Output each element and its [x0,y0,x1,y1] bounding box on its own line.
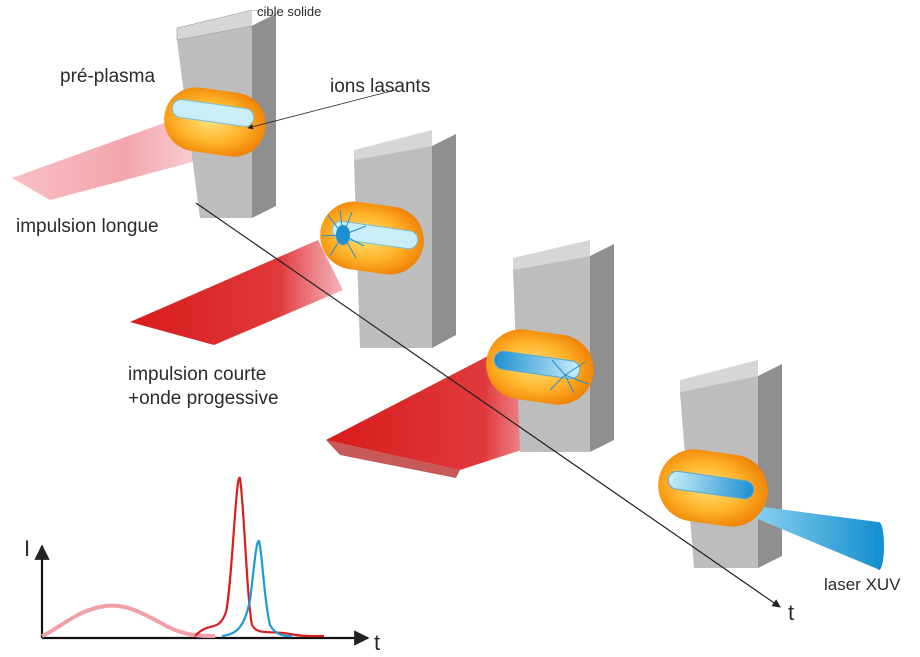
stage-3 [326,240,614,478]
intensity-plot: I t [24,476,380,655]
short-pulse-label-2: +onde progessive [128,388,279,409]
ion-sparks-2 [321,209,367,259]
short-pulse-label-1: impulsion courte [128,364,266,385]
plasma-plume-4 [658,449,768,527]
plot-x-label: t [374,630,380,655]
target-slab-2 [354,130,456,348]
time-axis-label: t [788,600,794,625]
xuv-curve [221,539,293,638]
short-pulse-beam-1 [130,240,343,345]
plasma-plume-2 [320,201,424,275]
plot-y-label: I [24,536,30,561]
ion-sparks-3 [549,359,589,394]
plasma-plume-3 [486,329,594,405]
short-pulse-curve [194,476,325,638]
preplasma-label: pré-plasma [60,66,155,87]
target-label: cible solide [257,4,321,19]
stage-4 [658,360,884,570]
xuv-beam [748,505,880,570]
xuv-label: laser XUV [824,575,901,594]
plasma-plume-1 [164,87,266,157]
long-pulse-curve [41,603,216,638]
long-pulse-label: impulsion longue [16,216,159,237]
ions-label: ions lasants [330,76,430,97]
stage-2 [130,130,456,348]
time-axis-arrow [195,202,781,608]
ions-pointer [247,89,396,130]
long-pulse-beam [12,118,200,200]
stage-1 [12,9,277,218]
